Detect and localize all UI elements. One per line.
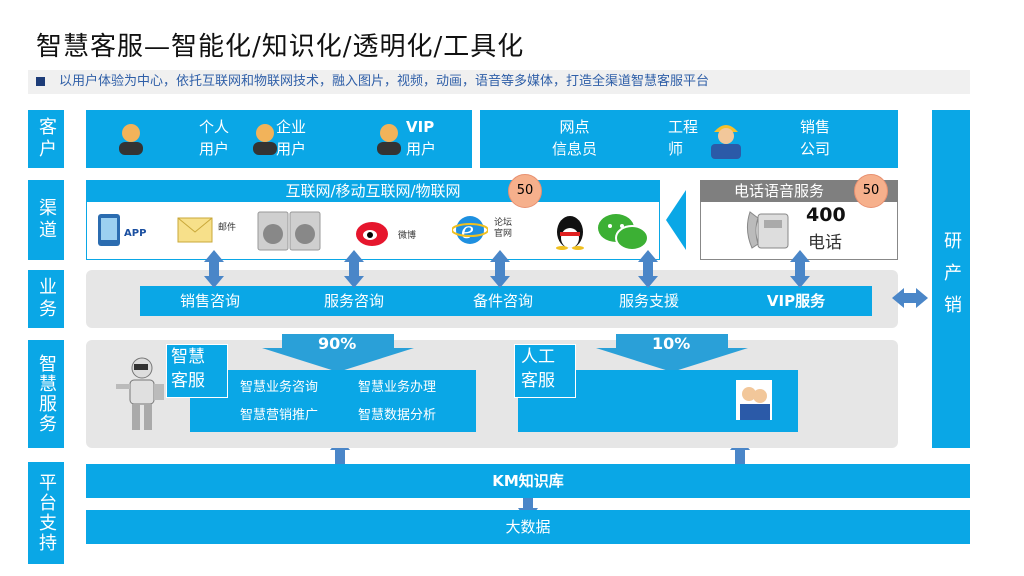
business-vip-service: VIP服务 [720,286,872,316]
telephone-icon [746,211,789,249]
human-percent: 10% [652,334,691,353]
rd-bar-text: 研产销 [941,231,962,327]
vip-line-2: 用户 [406,140,437,158]
engineer-line-2: 师 [668,140,684,158]
weibo-label: 微博 [398,231,417,241]
customer-engineer: 工程师 [668,116,698,160]
side-label-customer: 客户 [28,110,64,168]
human-service-label: 人工客服 [514,344,576,398]
customer-enterprise: 企业用户 [276,116,306,160]
enterprise-user-icon [253,124,277,155]
ai-service-box [190,370,476,432]
phone-badge: 50 [854,174,888,208]
bigdata-bar: 大数据 [86,510,970,544]
customer-personal: 个人用户 [196,116,232,160]
enterprise-line-1: 企业 [276,118,307,136]
mail-icon [177,217,213,243]
qq-icon [556,216,584,250]
side-label-platform-text: 平台支持 [36,473,57,553]
phone-channel-title: 电话语音服务 [733,182,824,200]
sales-line-1: 销售 [800,118,831,136]
wechat-icon [598,214,649,251]
ai-service-label: 智慧客服 [166,344,228,398]
ai-label-line-1: 智慧 [171,347,205,367]
outlet-line-1: 网点 [559,118,590,136]
customer-vip: VIP 用户 [406,116,436,160]
km-text: KM知识库 [492,472,564,490]
ie-browser-icon: e [452,216,488,244]
personal-user-icon [119,124,143,155]
business-service-consult: 服务咨询 [280,286,428,316]
customer-personal-text: 个人用户 [198,118,229,158]
side-label-customer-text: 客户 [36,117,57,161]
subtitle-text: 以用户体验为中心，依托互联网和物联网技术，融入图片，视频，动画，语音等多媒体，打… [59,74,710,89]
funnel-arrow-human-icon [596,334,748,372]
side-label-channel: 渠道 [28,180,64,260]
washing-machine-icon [257,211,321,251]
side-label-business-text: 业务 [36,277,57,321]
forum-line-2: 官网 [494,229,513,239]
bigdata-text: 大数据 [505,518,551,536]
app-label: APP [124,228,147,239]
bullet-square-icon [36,77,45,86]
rd-bar: 研产销 [932,110,970,448]
internet-badge: 50 [508,174,542,208]
sales-line-2: 公司 [800,140,831,158]
engineer-line-1: 工程 [668,118,699,136]
km-knowledge-bar: KM知识库 [86,464,970,498]
side-label-smart-text: 智慧服务 [36,354,57,434]
ai-item-consult: 智慧业务咨询 [240,380,319,395]
business-sales-consult: 销售咨询 [140,286,280,316]
business-parts-consult: 备件咨询 [428,286,578,316]
call-agent-icon [736,380,772,420]
vip-user-icon [377,124,401,155]
funnel-arrow-ai-icon [262,334,414,372]
human-label-line-2: 客服 [521,371,555,391]
ai-item-analytics: 智慧数据分析 [358,408,437,423]
human-label-line-1: 人工 [521,347,555,367]
weibo-icon [356,222,388,246]
engineer-icon [711,125,741,159]
phone-call-label: 电话 [808,233,842,253]
app-tablet-icon [98,214,120,246]
phone-400: 400 [806,204,846,226]
side-label-smart-service: 智慧服务 [28,340,64,448]
page-title: 智慧客服—智能化/知识化/透明化/工具化 [36,32,525,62]
mail-label: 邮件 [218,223,237,233]
enterprise-line-2: 用户 [276,140,307,158]
customer-box-right [480,110,898,168]
business-service-support: 服务支援 [578,286,720,316]
forum-label: 论坛官网 [494,218,512,240]
robot-icon [116,357,164,430]
svg-text:e: e [461,219,474,244]
ai-percent: 90% [318,334,357,353]
ai-label-line-2: 客服 [171,371,205,391]
customer-sales: 销售公司 [800,116,830,160]
ai-item-marketing: 智慧营销推广 [240,408,319,423]
ai-item-handle: 智慧业务办理 [358,380,437,395]
chevron-left-icon [666,190,686,250]
side-label-channel-text: 渠道 [36,198,57,242]
forum-line-1: 论坛 [494,218,513,228]
phone-channel-header: 电话语音服务 [700,180,898,202]
vip-line-1: VIP [406,118,435,136]
customer-box-left [86,110,472,168]
subtitle-bar: 以用户体验为中心，依托互联网和物联网技术，融入图片，视频，动画，语音等多媒体，打… [28,70,970,94]
internet-channel-title: 互联网/移动互联网/物联网 [285,182,461,200]
internet-channel-header: 互联网/移动互联网/物联网 [86,180,660,202]
side-label-business: 业务 [28,270,64,328]
outlet-line-2: 信息员 [552,140,598,158]
side-label-platform: 平台支持 [28,462,64,564]
customer-outlet: 网点信息员 [552,116,597,160]
